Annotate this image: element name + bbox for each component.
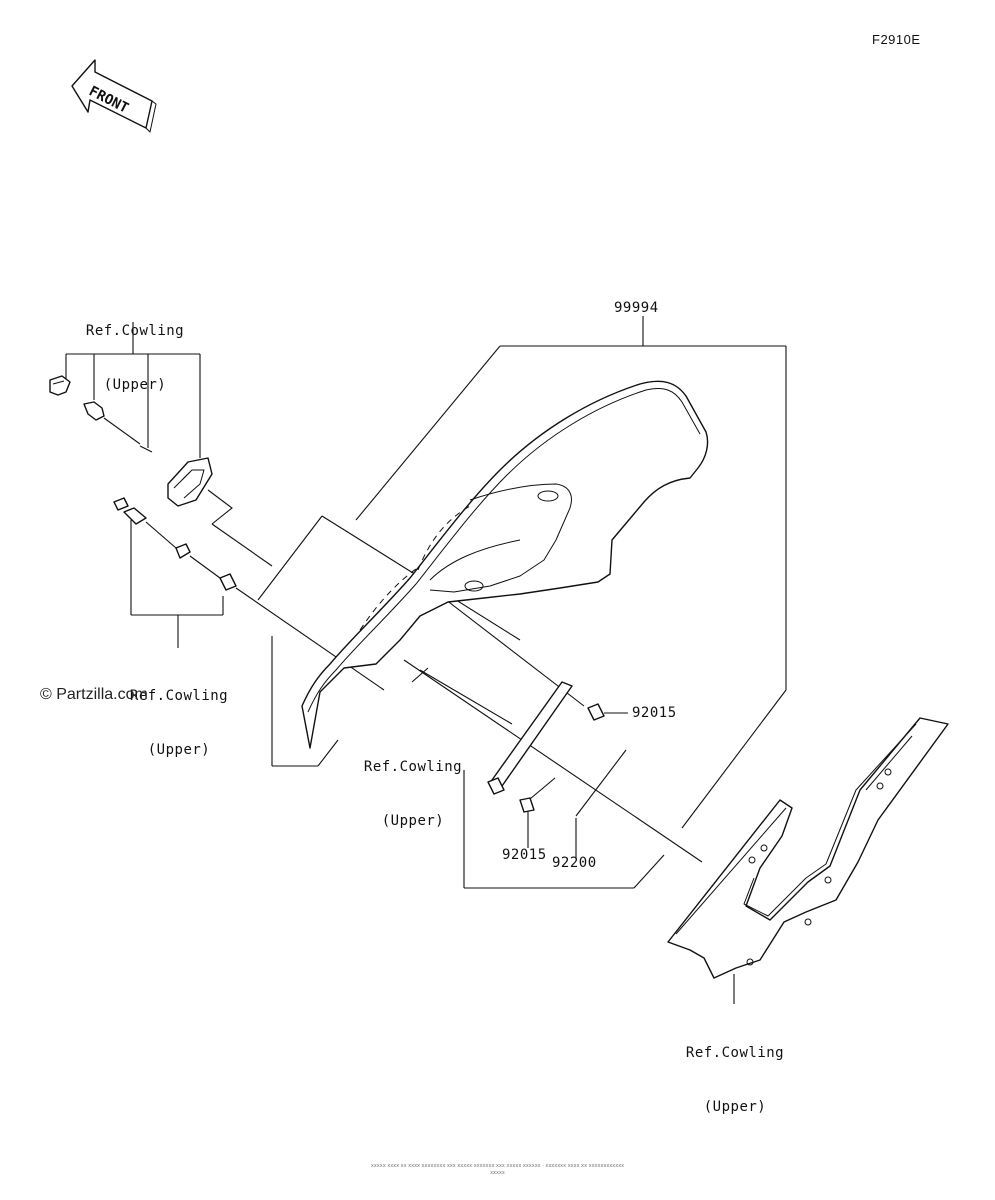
cowling-ref-label-1-line2: (Upper): [103, 377, 167, 393]
lower-bracket-lines: [463, 770, 665, 889]
bolt-set-part: [113, 497, 237, 591]
top-left-bracket-lines: [65, 322, 201, 458]
cowling-ref-label-3: Ref.Cowling (Upper): [348, 722, 478, 848]
cowling-ref-label-2-line2: (Upper): [147, 742, 211, 758]
screw-part: [83, 401, 141, 445]
small-spacer-part: [411, 667, 429, 683]
spacer-mark: [139, 445, 153, 453]
nut-part-lower: [519, 797, 535, 813]
partzilla-watermark: © Partzilla.com: [40, 686, 148, 703]
cowling-ref-label-2-line1: Ref.Cowling: [129, 688, 229, 704]
cowling-ref-label-3-line2: (Upper): [381, 813, 445, 829]
cowling-ref-label-4: Ref.Cowling (Upper): [670, 1008, 800, 1134]
side-cowl-part: [667, 717, 949, 1004]
part-number-92015-lower: 92015: [502, 847, 547, 863]
front-arrow-icon: FRONT: [71, 59, 157, 133]
rod-part: [487, 681, 573, 795]
cowling-ref-label-4-line2: (Upper): [703, 1099, 767, 1115]
wire-part: [575, 749, 627, 817]
cowling-ref-label-3-line1: Ref.Cowling: [363, 759, 463, 775]
footer-copyright-note: xxxxx xxxx xx xxxx xxxxxxxx xxx xxxxx xx…: [370, 1163, 625, 1176]
middle-left-bracket-lines: [130, 520, 224, 648]
clip-part: [49, 375, 71, 396]
part-number-99994: 99994: [614, 300, 659, 316]
cowling-ref-label-2: Ref.Cowling (Upper): [114, 651, 244, 777]
cowling-ref-label-1: Ref.Cowling (Upper): [70, 286, 200, 412]
part-number-92200: 92200: [552, 855, 597, 871]
cowling-ref-label-1-line1: Ref.Cowling: [85, 323, 185, 339]
main-bracket-lines: [271, 316, 787, 829]
nut-part-upper: [587, 703, 628, 721]
mount-block-part: [167, 457, 213, 507]
cowling-ref-label-4-line1: Ref.Cowling: [685, 1045, 785, 1061]
main-cowl-panel-part: [301, 380, 709, 749]
part-number-92015-upper: 92015: [632, 705, 677, 721]
diagram-id: F2910E: [872, 32, 921, 47]
